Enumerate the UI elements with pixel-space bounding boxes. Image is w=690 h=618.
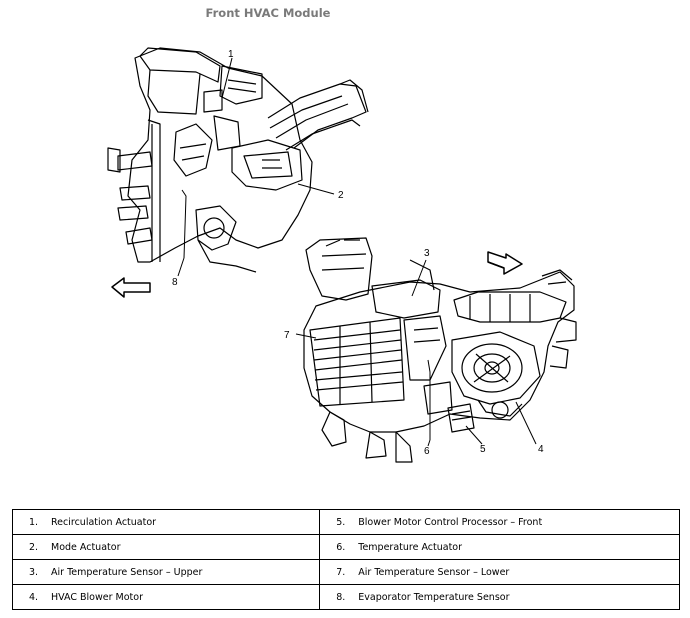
legend-number: 5. bbox=[336, 516, 346, 528]
hvac-module-illustration: 1 2 3 4 5 6 7 8 bbox=[107, 47, 577, 463]
legend-number: 2. bbox=[29, 541, 39, 553]
callout-6: 6 bbox=[424, 446, 430, 457]
legend-cell: 7. Air Temperature Sensor – Lower bbox=[319, 559, 680, 585]
legend-label: Temperature Actuator bbox=[358, 541, 463, 553]
callout-1: 1 bbox=[228, 49, 234, 60]
legend-row: 3. Air Temperature Sensor – Upper 7. Air T… bbox=[11, 559, 680, 585]
diagram-title: Front HVAC Module bbox=[205, 6, 331, 20]
legend-label: Evaporator Temperature Sensor bbox=[358, 591, 510, 603]
legend-number: 4. bbox=[29, 591, 39, 603]
legend-row: 4. HVAC Blower Motor 8. Evaporator Tempera… bbox=[11, 584, 680, 610]
callout-8: 8 bbox=[172, 277, 178, 288]
legend-cell: 6. Temperature Actuator bbox=[319, 534, 680, 560]
component-legend-table: 1. Recirculation Actuator 5. Blower Motor … bbox=[11, 509, 680, 610]
legend-row: 2. Mode Actuator 6. Temperature Actuator bbox=[11, 534, 680, 560]
legend-label: Air Temperature Sensor – Lower bbox=[358, 566, 510, 578]
legend-number: 3. bbox=[29, 566, 39, 578]
legend-number: 1. bbox=[29, 516, 39, 528]
legend-label: Recirculation Actuator bbox=[51, 516, 157, 528]
lower-module-drawing bbox=[303, 237, 577, 463]
leader-lines bbox=[177, 57, 537, 447]
legend-label: Mode Actuator bbox=[51, 541, 121, 553]
legend-number: 7. bbox=[336, 566, 346, 578]
legend-cell: 5. Blower Motor Control Processor – Front bbox=[319, 509, 680, 535]
legend-label: Air Temperature Sensor – Upper bbox=[51, 566, 203, 578]
legend-cell: 2. Mode Actuator bbox=[11, 534, 321, 560]
upper-module-drawing bbox=[107, 47, 369, 298]
legend-number: 8. bbox=[336, 591, 346, 603]
legend-row: 1. Recirculation Actuator 5. Blower Motor … bbox=[11, 509, 680, 535]
callout-labels: 1 2 3 4 5 6 7 8 bbox=[172, 49, 544, 457]
legend-cell: 8. Evaporator Temperature Sensor bbox=[319, 584, 680, 610]
legend-cell: 4. HVAC Blower Motor bbox=[11, 584, 321, 610]
legend-cell: 1. Recirculation Actuator bbox=[11, 509, 321, 535]
callout-4: 4 bbox=[538, 444, 544, 455]
legend-label: HVAC Blower Motor bbox=[51, 591, 143, 603]
legend-label: Blower Motor Control Processor – Front bbox=[358, 516, 543, 528]
callout-3: 3 bbox=[424, 248, 430, 259]
legend-number: 6. bbox=[336, 541, 346, 553]
callout-5: 5 bbox=[480, 444, 486, 455]
legend-cell: 3. Air Temperature Sensor – Upper bbox=[11, 559, 321, 585]
callout-7: 7 bbox=[284, 330, 290, 341]
callout-2: 2 bbox=[338, 190, 344, 201]
